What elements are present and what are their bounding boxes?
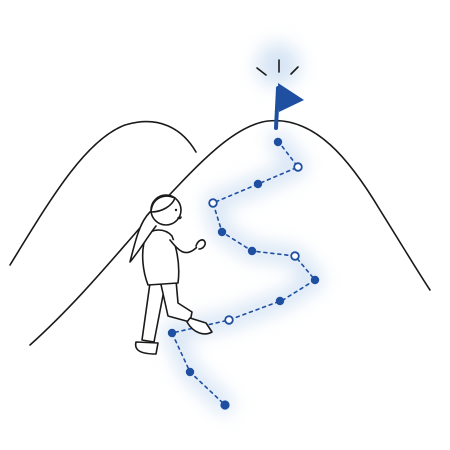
trail-marker bbox=[208, 198, 218, 208]
trail-marker bbox=[220, 400, 230, 410]
trail-marker bbox=[290, 251, 300, 261]
hiker-ponytail bbox=[129, 211, 157, 263]
flag-sparkle-lines bbox=[256, 59, 299, 76]
summit-flag-icon bbox=[256, 59, 304, 130]
trail-marker bbox=[224, 315, 234, 325]
hiker-hair bbox=[150, 195, 176, 213]
trail-marker bbox=[217, 227, 227, 237]
trail-marker bbox=[310, 275, 320, 285]
trail-marker bbox=[185, 367, 195, 377]
trail-marker bbox=[293, 162, 303, 172]
trail-marker bbox=[275, 296, 285, 306]
hiker-back-shoe bbox=[134, 341, 159, 355]
hiker-hand bbox=[195, 239, 206, 250]
hiker-figure bbox=[129, 194, 213, 355]
hiker-arm bbox=[169, 239, 201, 254]
trail-marker bbox=[247, 246, 257, 256]
hiker-back-leg bbox=[141, 282, 166, 343]
hiker-front-leg bbox=[159, 279, 193, 323]
right-mountain-outline bbox=[29, 119, 431, 346]
left-mountain-outline bbox=[9, 120, 197, 266]
mountains bbox=[9, 119, 431, 346]
trail-marker bbox=[253, 179, 263, 189]
hiker-eye bbox=[174, 208, 178, 212]
trail-markers bbox=[167, 137, 320, 410]
hiker-torso bbox=[141, 229, 180, 286]
hiker-front-shoe bbox=[186, 317, 213, 335]
hiker-mouth bbox=[177, 216, 182, 220]
trail-marker bbox=[167, 328, 177, 338]
trail-marker bbox=[273, 137, 283, 147]
